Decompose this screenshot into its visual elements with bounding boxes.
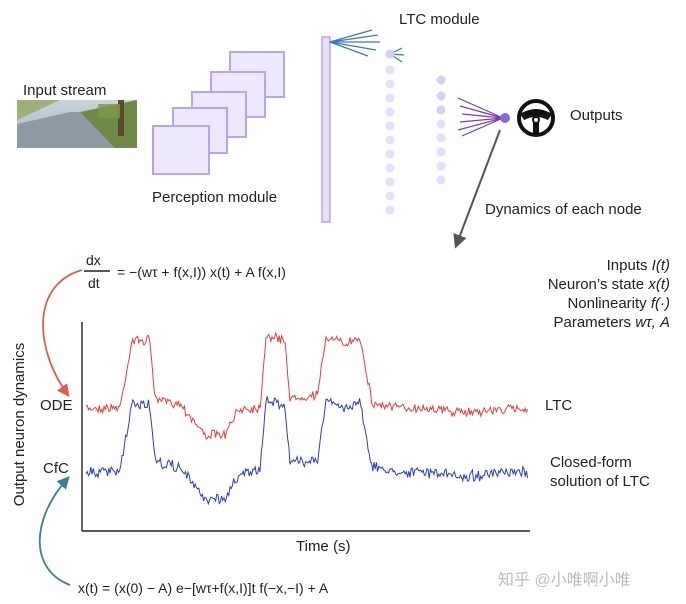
dynamics-label: Dynamics of each node [485,201,642,218]
cfc-trace [86,396,528,504]
plot-axes [82,322,530,531]
ltc-trace-label: LTC [545,397,572,414]
perception-module-label: Perception module [152,189,277,206]
cfc-label: CfC [43,460,69,477]
ode-curved-arrow [43,270,82,395]
cfc-curved-arrow [40,478,70,585]
output-node [500,113,510,123]
legend-state: Neuron’s state x(t) [548,275,670,294]
cfc-equation: x(t) = (x(0) − A) e−[wτ+f(x,I)]t f(−x,−I… [78,580,328,596]
watermark: 知乎 @小唯啊小唯 [498,566,631,590]
y-axis-label: Output neuron dynamics [11,343,28,506]
dynamics-arrow [456,130,500,246]
ode-denominator: dt [88,275,100,291]
input-stream-label: Input stream [23,82,106,99]
ode-numerator: dx [86,252,101,268]
legend-parameters: Parameters wτ, A [548,313,670,332]
closed-form-label-1: Closed-form [550,454,632,471]
outputs-label: Outputs [570,107,623,124]
road-photo [17,100,137,148]
ltc-module-label: LTC module [399,11,480,28]
x-axis-label: Time (s) [296,538,350,555]
feature-bar [322,37,330,222]
ode-rhs: = −(wτ + f(x,I)) x(t) + A f(x,I) [117,264,286,280]
legend-inputs: Inputs I(t) [548,256,670,275]
ode-label: ODE [40,397,73,414]
ltc-trace [86,333,528,439]
steering-wheel-icon [519,101,553,135]
legend-terms: Inputs I(t) Neuron’s state x(t) Nonlinea… [548,256,670,332]
legend-nonlinearity: Nonlinearity f(·) [548,294,670,313]
closed-form-label-2: solution of LTC [550,473,650,490]
perception-module-stack [153,52,284,174]
output-connections [458,98,503,136]
ltc-nodes [386,50,446,215]
